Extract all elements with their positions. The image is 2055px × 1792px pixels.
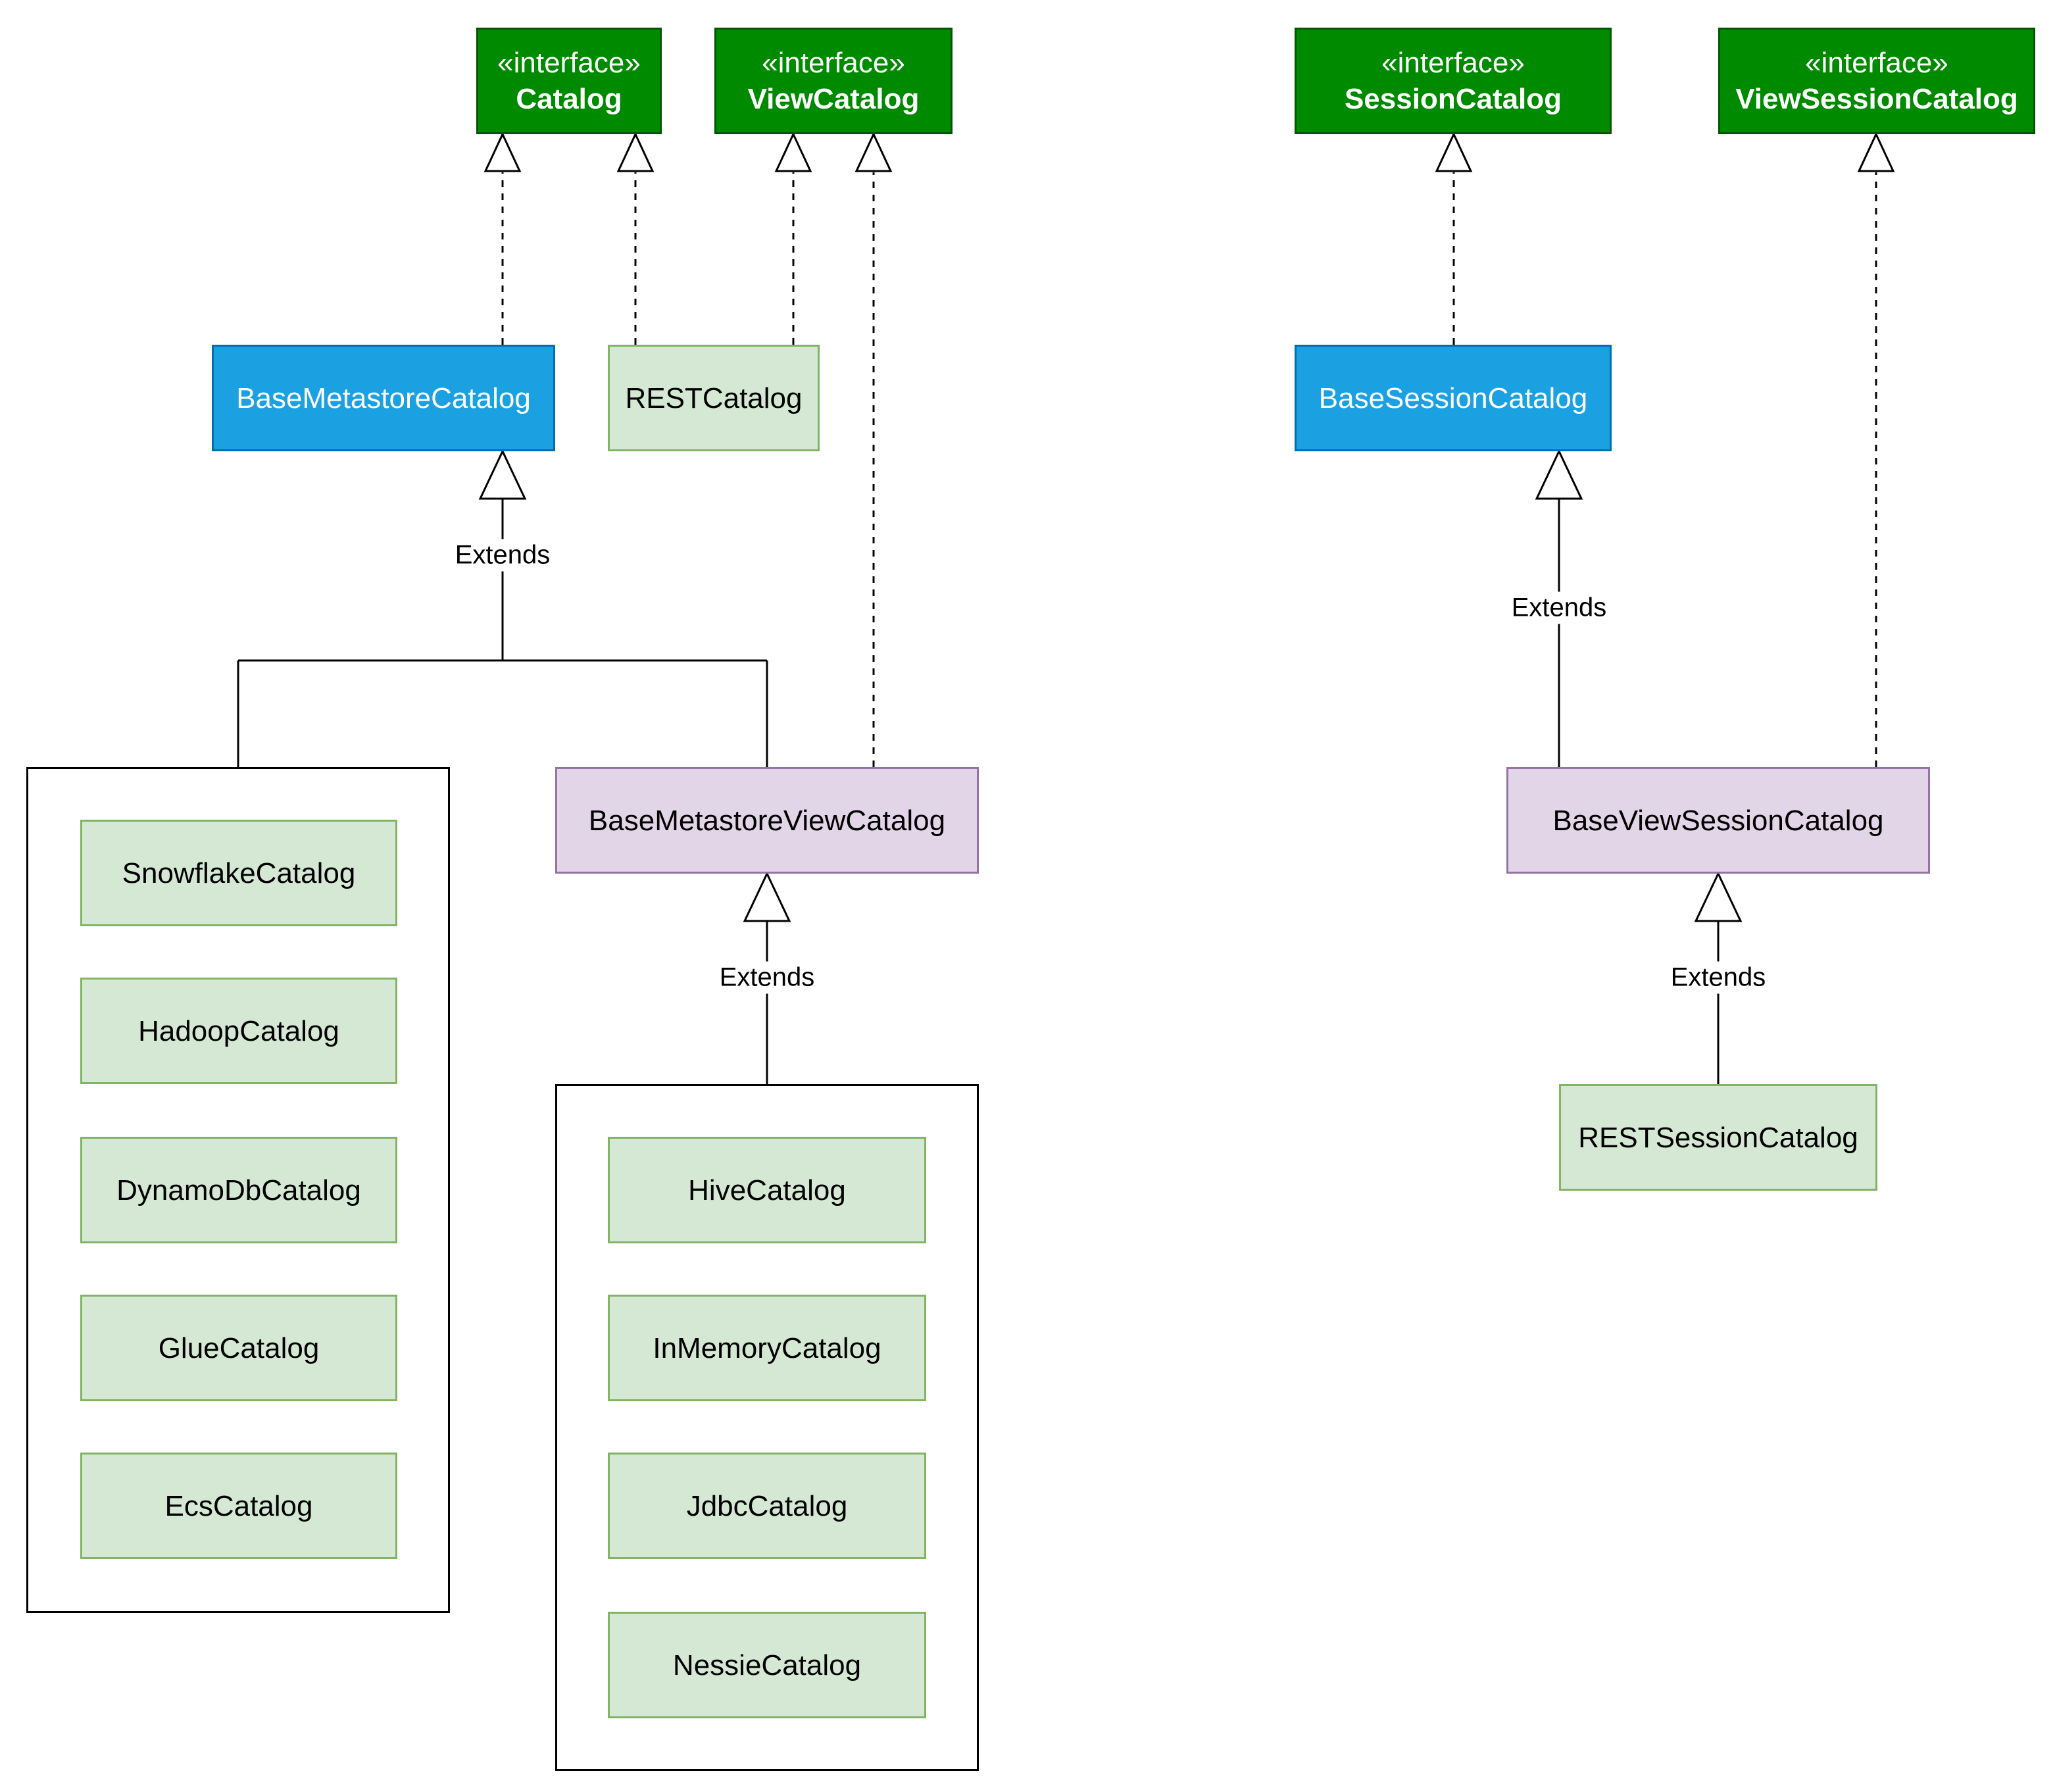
dynamodb-catalog-class: DynamoDbCatalog (80, 1137, 397, 1243)
snowflake-catalog-class: SnowflakeCatalog (80, 820, 397, 926)
extends-label: Extends (1508, 591, 1610, 624)
inheritance-arrowhead (1694, 871, 1743, 922)
realization-arrowhead (854, 132, 893, 172)
rest-catalog-class: RESTCatalog (608, 345, 820, 451)
base-view-session-catalog-class: BaseViewSessionCatalog (1506, 767, 1930, 874)
session-catalog-interface: «interface» SessionCatalog (1295, 28, 1612, 134)
realization-arrowhead (616, 132, 655, 172)
interface-name: SessionCatalog (1344, 83, 1562, 115)
catalog-interface: «interface» Catalog (476, 28, 662, 134)
view-catalog-interface: «interface» ViewCatalog (714, 28, 953, 134)
interface-stereotype: «interface» (497, 47, 641, 79)
interface-name: Catalog (516, 83, 622, 115)
realization-arrowhead (774, 132, 812, 172)
ecs-catalog-class: EcsCatalog (80, 1453, 397, 1559)
interface-stereotype: «interface» (762, 47, 905, 79)
interface-name: ViewCatalog (747, 83, 920, 115)
base-session-catalog-class: BaseSessionCatalog (1295, 345, 1612, 451)
extends-label: Extends (1668, 961, 1769, 994)
inheritance-arrowhead (1535, 449, 1583, 500)
jdbc-catalog-class: JdbcCatalog (608, 1453, 926, 1559)
glue-catalog-class: GlueCatalog (80, 1295, 397, 1401)
realization-arrowhead (483, 132, 522, 172)
hive-catalog-class: HiveCatalog (608, 1137, 926, 1243)
rest-session-catalog-class: RESTSessionCatalog (1559, 1084, 1877, 1191)
inheritance-arrowhead (743, 871, 791, 922)
realization-arrowhead (1435, 132, 1473, 172)
interface-stereotype: «interface» (1381, 47, 1525, 79)
hadoop-catalog-class: HadoopCatalog (80, 978, 397, 1084)
right-implementations-group (555, 1084, 979, 1771)
nessie-catalog-class: NessieCatalog (608, 1612, 926, 1718)
extends-label: Extends (716, 961, 818, 994)
interface-name: ViewSessionCatalog (1735, 83, 2018, 115)
inheritance-arrowhead (478, 449, 527, 500)
interface-stereotype: «interface» (1805, 47, 1948, 79)
inmemory-catalog-class: InMemoryCatalog (608, 1295, 926, 1401)
base-metastore-view-catalog-class: BaseMetastoreViewCatalog (555, 767, 979, 874)
base-metastore-catalog-class: BaseMetastoreCatalog (212, 345, 555, 451)
left-implementations-group (26, 767, 450, 1613)
extends-label: Extends (452, 539, 553, 572)
view-session-catalog-interface: «interface» ViewSessionCatalog (1718, 28, 2035, 134)
realization-arrowhead (1857, 132, 1895, 172)
